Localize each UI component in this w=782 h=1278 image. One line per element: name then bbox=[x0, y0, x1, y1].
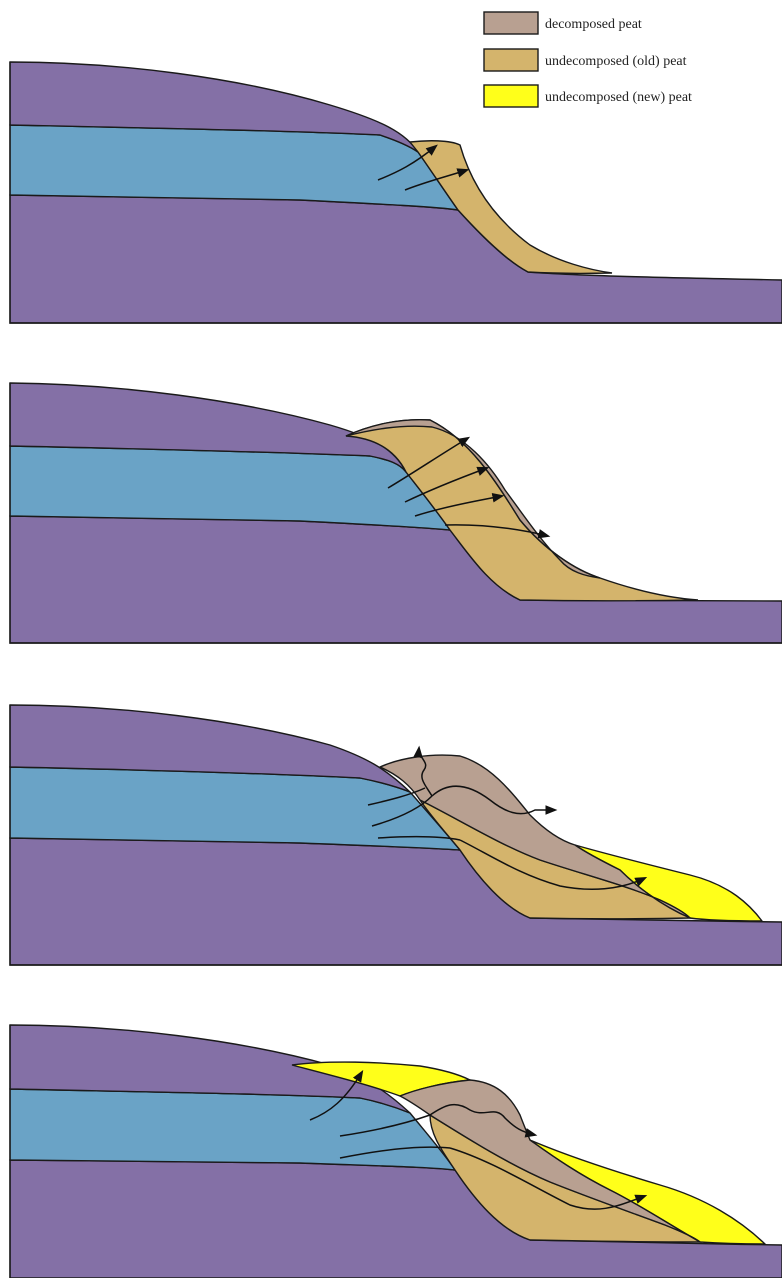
legend-item-new-peat: undecomposed (new) peat bbox=[484, 85, 692, 107]
legend-item-decomposed: decomposed peat bbox=[484, 12, 642, 34]
legend-label-old-peat: undecomposed (old) peat bbox=[545, 54, 687, 69]
legend-label-decomposed: decomposed peat bbox=[545, 17, 642, 32]
legend-swatch-new-peat bbox=[484, 85, 538, 107]
legend-item-old-peat: undecomposed (old) peat bbox=[484, 49, 687, 71]
legend-swatch-old-peat bbox=[484, 49, 538, 71]
legend-swatch-decomposed bbox=[484, 12, 538, 34]
bedrock-lower bbox=[10, 195, 782, 323]
legend-label-new-peat: undecomposed (new) peat bbox=[545, 90, 692, 105]
panel-2 bbox=[10, 383, 782, 643]
panel-3 bbox=[10, 705, 782, 965]
legend: decomposed peat undecomposed (old) peat … bbox=[484, 12, 692, 107]
bedrock-lower bbox=[10, 516, 782, 643]
panel-4 bbox=[10, 1025, 782, 1278]
